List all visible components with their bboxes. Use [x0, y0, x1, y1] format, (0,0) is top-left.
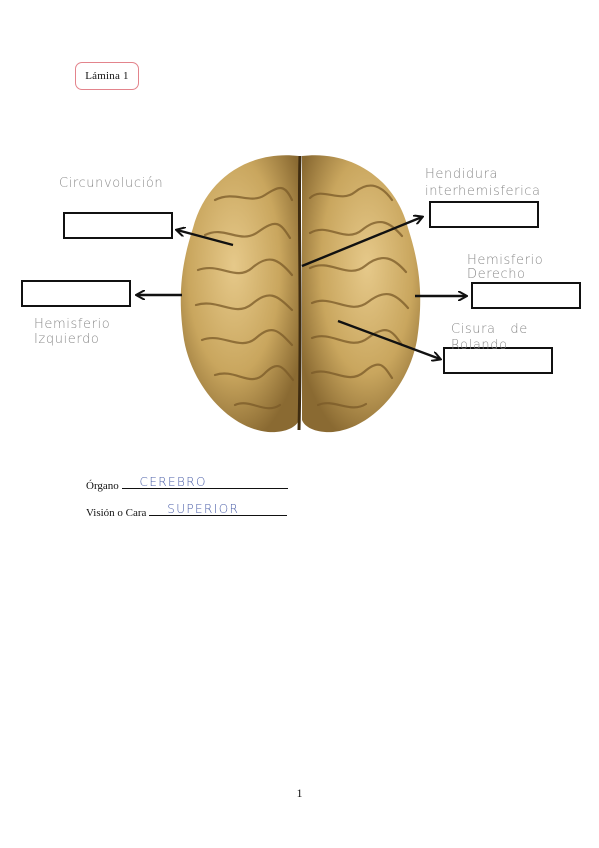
field-organo-line[interactable]: CEREBRO — [121, 475, 288, 489]
answer-box-hemisferio-izquierdo[interactable] — [21, 280, 131, 307]
field-vision-label: Visión o Cara — [86, 507, 147, 519]
arrow-hendidura — [301, 217, 422, 268]
right-hemisphere — [302, 155, 421, 433]
page-number: 1 — [296, 786, 303, 800]
note-hemisferio-izquierdo: Hemisferio Izquierdo — [34, 317, 111, 347]
field-vision-value: SUPERIOR — [167, 502, 240, 516]
field-organo: Órgano CEREBRO — [86, 475, 288, 492]
arrow-cisura — [337, 319, 440, 359]
arrow-circunvolucion — [177, 230, 234, 247]
note-circunvolucion: Circunvolución — [59, 176, 164, 191]
field-vision: Visión o Cara SUPERIOR — [86, 502, 288, 519]
longitudinal-fissure — [297, 155, 302, 431]
sheet-badge: Lámina 1 — [75, 62, 139, 90]
note-hendidura: Hendidura interhemisferica — [425, 167, 541, 199]
answer-box-hendidura[interactable] — [429, 201, 539, 228]
field-organo-label: Órgano — [86, 480, 119, 492]
answer-box-circunvolucion[interactable] — [63, 212, 173, 239]
note-cisura: Cisura de Rolando — [451, 322, 528, 353]
answer-box-cisura[interactable] — [443, 347, 553, 374]
sheet-title: Lámina 1 — [85, 70, 129, 82]
note-hemisferio-derecho: Hemisferio Derecho — [467, 253, 544, 282]
answer-box-hemisferio-derecho[interactable] — [471, 282, 581, 309]
gyri-pattern — [194, 184, 410, 410]
field-organo-value: CEREBRO — [139, 475, 207, 489]
field-vision-line[interactable]: SUPERIOR — [149, 502, 288, 516]
